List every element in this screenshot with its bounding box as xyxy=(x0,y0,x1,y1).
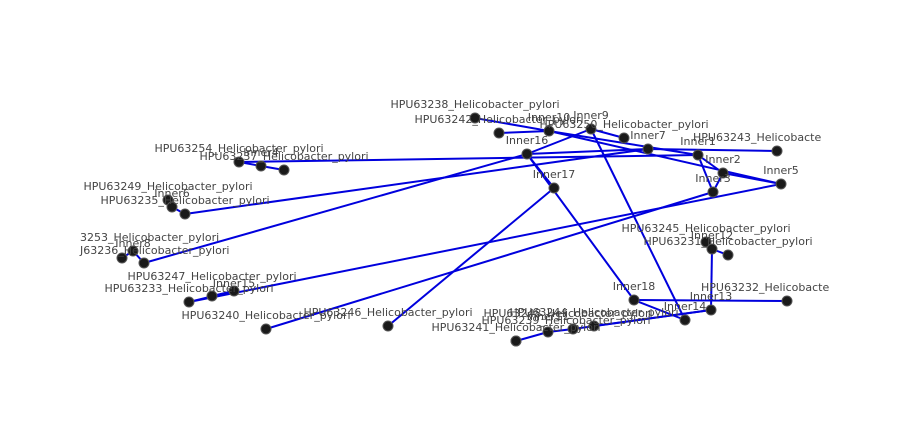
node-Inner6[interactable] xyxy=(166,201,178,213)
node-HPU63237_Helicobacter_pylori[interactable] xyxy=(278,164,290,176)
edge-Inner16-HPU63236_Helicobacter_pylori xyxy=(143,153,528,264)
node-label-Inner2: Inner2 xyxy=(705,153,740,166)
edge-Inner10-HPU63238_Helicobacter_pylori xyxy=(474,117,550,132)
node-Inner9[interactable] xyxy=(585,123,597,135)
edge-Inner9-Inner14 xyxy=(590,128,686,321)
node-HPU63245_Helicobacter_pylori[interactable] xyxy=(700,236,712,248)
node-Inner16[interactable] xyxy=(521,148,533,160)
edge-Inner11-HPU63241_Helicobacter_pylori xyxy=(515,331,549,342)
node-HPU63250_Helicobacter_pylori[interactable] xyxy=(618,132,630,144)
node-label-HPU63237_Helicobacter_pylori: HPU63237_Helicobacter_pylori xyxy=(199,150,368,163)
edge-Inner5-HPU63233_Helicobacter_pylori xyxy=(188,183,782,303)
node-Inner7[interactable] xyxy=(642,143,654,155)
node-HPU63254_Helicobacter_pylori[interactable] xyxy=(233,156,245,168)
node-HPU63248_Helicobacter_pylori[interactable] xyxy=(567,323,579,335)
node-Inner1[interactable] xyxy=(692,149,704,161)
node-HPU63236_Helicobacter_pylori[interactable] xyxy=(138,257,150,269)
node-label-Inner18: Inner18 xyxy=(613,280,655,293)
node-Inner5[interactable] xyxy=(775,178,787,190)
edge-Inner7-HPU63243_Helicobacter_pylori xyxy=(647,148,778,152)
node-HPU63247_Helicobacter_pylori[interactable] xyxy=(206,290,218,302)
node-Inner10[interactable] xyxy=(543,125,555,137)
edge-Inner1-HPU63254_Helicobacter_pylori xyxy=(238,154,699,163)
node-label-HPU63232_Helicobacter_pylori: HPU63232_Helicobacte xyxy=(701,281,829,294)
node-label-HPU63248_Helicobacter_pylori: HPU63248_Helicobacter_pylori xyxy=(483,307,652,320)
node-label-HPU63253_Helicobacter_pylori: 3253_Helicobacter_pylori xyxy=(80,231,219,244)
node-Inner8[interactable] xyxy=(127,245,139,257)
node-label-Inner5: Inner5 xyxy=(763,164,798,177)
node-Inner17[interactable] xyxy=(548,182,560,194)
edge-Inner5-Inner10 xyxy=(548,130,782,185)
node-label-HPU63233_Helicobacter_pylori: HPU63233_Helicobacter_pylori xyxy=(104,282,273,295)
node-label-HPU63247_Helicobacter_pylori: HPU63247_Helicobacter_pylori xyxy=(127,270,296,283)
node-label-Inner17: Inner17 xyxy=(533,168,575,181)
node-Inner4[interactable] xyxy=(255,160,267,172)
edge-Inner3-HPU63240_Helicobacter_pylori xyxy=(265,191,714,330)
node-label-Inner13: Inner13 xyxy=(690,290,732,303)
edge-Inner7-HPU63235_Helicobacter_pylori xyxy=(184,148,649,215)
node-label-HPU63244_Helicobacter_pylori: HPU63244_Helicobacter_pylori xyxy=(509,306,678,319)
node-label-HPU63231_Helicobacter_pylori: HPU63231_Helicobacter_pylori xyxy=(643,235,812,248)
node-label-HPU63239_Helicobacter_pylori: HPU63239_Helicobacter_pylori xyxy=(481,314,650,327)
node-label-HPU63243_Helicobacter_pylori: HPU63243_Helicobacte xyxy=(693,131,821,144)
node-label-HPU63241_Helicobacter_pylori: HPU63241_Helicobacter_pylori xyxy=(431,321,600,334)
node-label-HPU63238_Helicobacter_pylori: HPU63238_Helicobacter_pylori xyxy=(390,98,559,111)
node-Inner13[interactable] xyxy=(705,304,717,316)
edge-Inner10-HPU63242_Helicobacter_pylori xyxy=(498,130,550,134)
node-label-Inner4: Inner4 xyxy=(243,146,278,159)
labels: HPU63238_Helicobacter_pyloriInner9HPU632… xyxy=(79,98,829,334)
node-label-Inner7: Inner7 xyxy=(630,129,665,142)
node-HPU63232_Helicobacter_pylori[interactable] xyxy=(781,295,793,307)
node-label-HPU63250_Helicobacter_pylori: HPU63250_Helicobacter_pylori xyxy=(539,118,708,131)
edge-Inner17-Inner16 xyxy=(526,153,555,189)
node-label-Inner9: Inner9 xyxy=(573,109,608,122)
node-label-HPU63235_Helicobacter_pylori: HPU63235_Helicobacter_pylori xyxy=(100,194,269,207)
edge-Inner18-Inner14 xyxy=(633,299,686,321)
node-HPU63233_Helicobacter_pylori[interactable] xyxy=(183,296,195,308)
node-label-Inner8: Inner8 xyxy=(115,237,150,250)
node-label-Inner16: Inner16 xyxy=(506,134,548,147)
node-label-HPU63254_Helicobacter_pylori: HPU63254_Helicobacter_pylori xyxy=(154,142,323,155)
edge-Inner16-Inner18 xyxy=(526,153,635,301)
node-label-Inner11: Inner11 xyxy=(527,310,569,323)
node-label-Inner1: Inner1 xyxy=(680,135,715,148)
edge-Inner13-Inner12 xyxy=(710,248,713,311)
nodes xyxy=(116,112,793,347)
edge-Inner17-HPU63246_Helicobacter_pylori xyxy=(387,187,555,327)
node-HPU63242_Helicobacter_pylori[interactable] xyxy=(493,127,505,139)
node-label-Inner3: Inner3 xyxy=(695,172,730,185)
node-Inner15[interactable] xyxy=(228,285,240,297)
node-Inner3[interactable] xyxy=(707,186,719,198)
node-Inner11[interactable] xyxy=(542,326,554,338)
edge-Inner7-Inner16 xyxy=(526,148,649,155)
node-label-HPU63236_Helicobacter_pylori: J63236_Helicobacter_pylori xyxy=(79,244,229,257)
node-label-Inner15: Inner15 xyxy=(213,277,255,290)
node-label-Inner14: Inner14 xyxy=(664,300,706,313)
node-HPU63235_Helicobacter_pylori[interactable] xyxy=(179,208,191,220)
node-HPU63238_Helicobacter_pylori[interactable] xyxy=(469,112,481,124)
node-label-Inner10: Inner10 xyxy=(528,111,570,124)
edge-Inner9-HPU63250_Helicobacter_pylori xyxy=(590,128,625,139)
node-label-HPU63240_Helicobacter_pylori: HPU63240_Helicobacter_pylori xyxy=(181,309,350,322)
node-label-HPU63249_Helicobacter_pylori: HPU63249_Helicobacter_pylori xyxy=(83,180,252,193)
node-HPU63246_Helicobacter_pylori[interactable] xyxy=(382,320,394,332)
node-HPU63231_Helicobacter_pylori[interactable] xyxy=(722,249,734,261)
node-HPU63243_Helicobacter_pylori[interactable] xyxy=(771,145,783,157)
node-label-Inner12: Inner12 xyxy=(691,229,733,242)
node-HPU63239_Helicobacter_pylori[interactable] xyxy=(510,335,522,347)
node-label-Inner6: Inner6 xyxy=(154,187,189,200)
node-HPU63240_Helicobacter_pylori[interactable] xyxy=(260,323,272,335)
node-Inner14[interactable] xyxy=(679,314,691,326)
node-Inner2[interactable] xyxy=(717,167,729,179)
node-label-HPU63245_Helicobacter_pylori: HPU63245_Helicobacter_pylori xyxy=(621,222,790,235)
node-label-HPU63242_Helicobacter_pylori: HPU63242_Helicobacter_pylori xyxy=(414,113,583,126)
edge-Inner9-Inner16 xyxy=(526,128,592,155)
node-label-HPU63246_Helicobacter_pylori: HPU63246_Helicobacter_pylori xyxy=(303,306,472,319)
node-HPU63244_Helicobacter_pylori[interactable] xyxy=(588,320,600,332)
node-HPU63253_Helicobacter_pylori[interactable] xyxy=(116,252,128,264)
node-Inner12[interactable] xyxy=(706,243,718,255)
edge-Inner1-Inner3 xyxy=(697,154,714,193)
node-Inner18[interactable] xyxy=(628,294,640,306)
